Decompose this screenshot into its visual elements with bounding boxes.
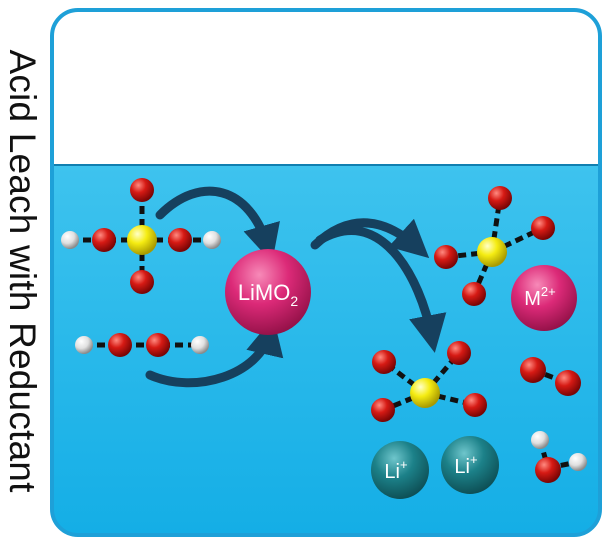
hydrogen-peroxide-molecule bbox=[75, 333, 209, 357]
hydrogen-atom bbox=[203, 231, 221, 249]
arrow-acid-to-limo2 bbox=[155, 186, 280, 263]
oxygen-atom bbox=[447, 341, 471, 365]
hydrogen-atom bbox=[191, 336, 209, 354]
limo2-particle: LiMO2 bbox=[225, 249, 311, 335]
metal-ion: M2+ bbox=[511, 265, 577, 331]
oxygen-atom bbox=[371, 398, 395, 422]
oxygen-atom bbox=[168, 228, 192, 252]
arrow-reductant-to-limo2 bbox=[145, 317, 284, 388]
svg-text:LiMO2: LiMO2 bbox=[238, 280, 299, 309]
oxygen-atom bbox=[463, 393, 487, 417]
oxygen-molecule bbox=[520, 357, 581, 396]
acid-solution bbox=[52, 165, 600, 535]
sulfur-atom bbox=[127, 225, 157, 255]
hydrogen-atom bbox=[569, 453, 587, 471]
hydrogen-atom bbox=[61, 231, 79, 249]
oxygen-atom bbox=[92, 228, 116, 252]
oxygen-atom bbox=[535, 457, 561, 483]
sulfuric-acid-molecule bbox=[61, 178, 221, 294]
oxygen-atom bbox=[108, 333, 132, 357]
oxygen-atom bbox=[130, 178, 154, 202]
oxygen-atom bbox=[372, 350, 396, 374]
oxygen-atom bbox=[130, 270, 154, 294]
lithium-ion-1: Li+ bbox=[371, 441, 429, 499]
svg-text:Li+: Li+ bbox=[454, 452, 477, 478]
oxygen-atom bbox=[555, 370, 581, 396]
water-molecule bbox=[531, 431, 587, 483]
beaker bbox=[50, 8, 602, 537]
svg-text:Li+: Li+ bbox=[384, 457, 407, 483]
sulfur-atom bbox=[410, 378, 440, 408]
oxygen-atom bbox=[531, 216, 555, 240]
oxygen-atom bbox=[520, 357, 546, 383]
hydrogen-atom bbox=[75, 336, 93, 354]
beaker-outline bbox=[50, 8, 602, 537]
sulfate-ion-upper bbox=[434, 186, 555, 306]
hydrogen-atom bbox=[531, 431, 549, 449]
arrow-limo2-to-li-sulfate bbox=[315, 226, 447, 353]
oxygen-atom bbox=[146, 333, 170, 357]
reaction-arrows bbox=[145, 186, 447, 388]
oxygen-atom bbox=[462, 282, 486, 306]
sulfate-ion-lower bbox=[371, 341, 487, 422]
oxygen-atom bbox=[434, 245, 458, 269]
lithium-ion-2: Li+ bbox=[441, 436, 499, 494]
sulfur-atom bbox=[477, 237, 507, 267]
svg-text:M2+: M2+ bbox=[524, 284, 556, 310]
oxygen-atom bbox=[488, 186, 512, 210]
